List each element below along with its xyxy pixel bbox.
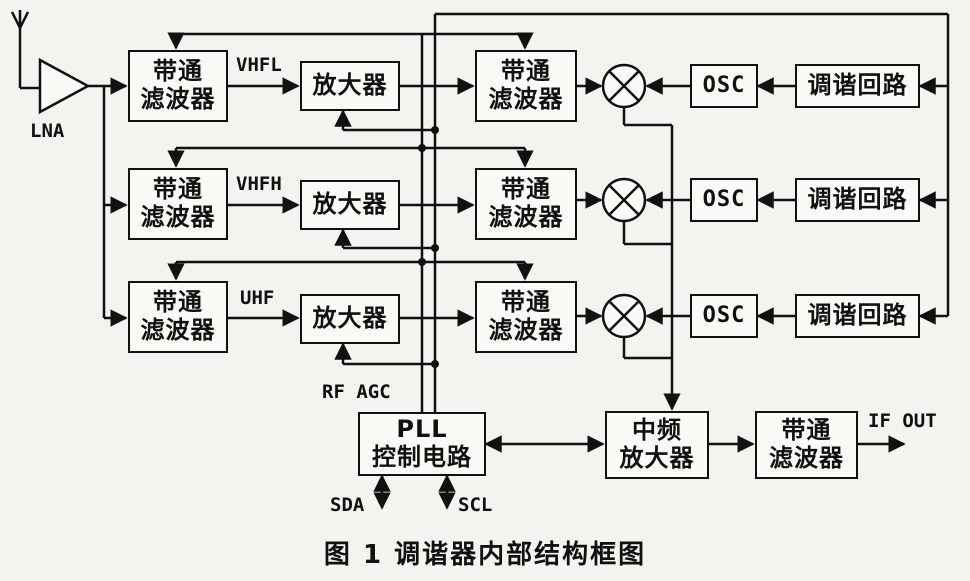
block-label-line1: 带通 [501, 57, 551, 86]
block-label-line1: 带通 [153, 57, 203, 86]
block-label-line2: 滤波器 [140, 85, 216, 113]
sda-label: SDA [330, 494, 365, 516]
block-label: OSC [702, 303, 746, 329]
bandpass-filter-vhfh: 带通 滤波器 [128, 168, 228, 240]
junction-dot [431, 126, 439, 134]
block-label: 调谐回路 [807, 301, 908, 330]
oscillator-uhf: OSC [690, 294, 758, 338]
if-bandpass-filter: 带通 滤波器 [755, 411, 858, 479]
mixer-icon [601, 63, 647, 109]
block-label-line2: 滤波器 [488, 316, 564, 344]
figure-caption: 图 1 调谐器内部结构框图 [323, 540, 647, 570]
block-label-line2: 滤波器 [140, 316, 216, 344]
block-label: 放大器 [312, 190, 388, 219]
block-label-line1: 带通 [501, 175, 551, 204]
block-label-line1: 带通 [153, 175, 203, 204]
block-label-line2: 放大器 [619, 444, 695, 472]
block-label-line2: 滤波器 [769, 444, 844, 472]
pll-control-circuit: PLL 控制电路 [358, 412, 486, 476]
amplifier-vhfl: 放大器 [300, 61, 400, 111]
bandpass-filter-uhf: 带通 滤波器 [128, 281, 228, 353]
block-label-line2: 滤波器 [488, 85, 564, 113]
block-label: 调谐回路 [807, 71, 908, 100]
block-label: 放大器 [312, 304, 388, 333]
block-label: OSC [702, 187, 746, 213]
mixer-icon [601, 293, 647, 339]
bandpass-filter-mid-uhf: 带通 滤波器 [475, 281, 577, 353]
rf-agc-label: RF AGC [322, 381, 391, 403]
lna-amplifier-symbol [38, 57, 91, 115]
junction-dot [418, 144, 426, 152]
antenna-icon [10, 10, 40, 90]
tuning-circuit-vhfl: 调谐回路 [795, 64, 920, 108]
mixer-icon [601, 177, 647, 223]
tuning-circuit-vhfh: 调谐回路 [795, 178, 920, 222]
if-out-label: IF OUT [868, 410, 937, 432]
block-label-line2: 滤波器 [488, 203, 564, 231]
block-label: 放大器 [312, 71, 388, 100]
scl-label: SCL [458, 494, 493, 516]
oscillator-vhfh: OSC [690, 178, 758, 222]
junction-dot [418, 258, 426, 266]
lna-label: LNA [30, 120, 65, 142]
block-label-line1: 带通 [153, 288, 203, 317]
block-label-line2: 滤波器 [140, 203, 216, 231]
block-label-line1: 带通 [781, 416, 832, 445]
amplifier-uhf: 放大器 [300, 294, 400, 344]
block-label: OSC [702, 73, 746, 99]
bandpass-filter-mid-vhfl: 带通 滤波器 [475, 50, 577, 122]
vhfh-label: VHFH [236, 173, 282, 195]
block-label-line1: PLL [396, 415, 448, 444]
block-label: 调谐回路 [807, 185, 908, 214]
block-label-line1: 中频 [632, 416, 682, 445]
if-amplifier: 中频 放大器 [605, 411, 709, 479]
junction-dot [431, 360, 439, 368]
tuning-circuit-uhf: 调谐回路 [795, 294, 920, 338]
vhfl-label: VHFL [236, 54, 282, 76]
oscillator-vhfl: OSC [690, 64, 758, 108]
block-label-line2: 控制电路 [372, 443, 472, 471]
bandpass-filter-vhfl: 带通 滤波器 [128, 50, 228, 122]
amplifier-vhfh: 放大器 [300, 180, 400, 230]
block-label-line1: 带通 [501, 288, 551, 317]
bandpass-filter-mid-vhfh: 带通 滤波器 [475, 168, 577, 240]
junction-dot [431, 244, 439, 252]
uhf-label: UHF [240, 287, 275, 309]
